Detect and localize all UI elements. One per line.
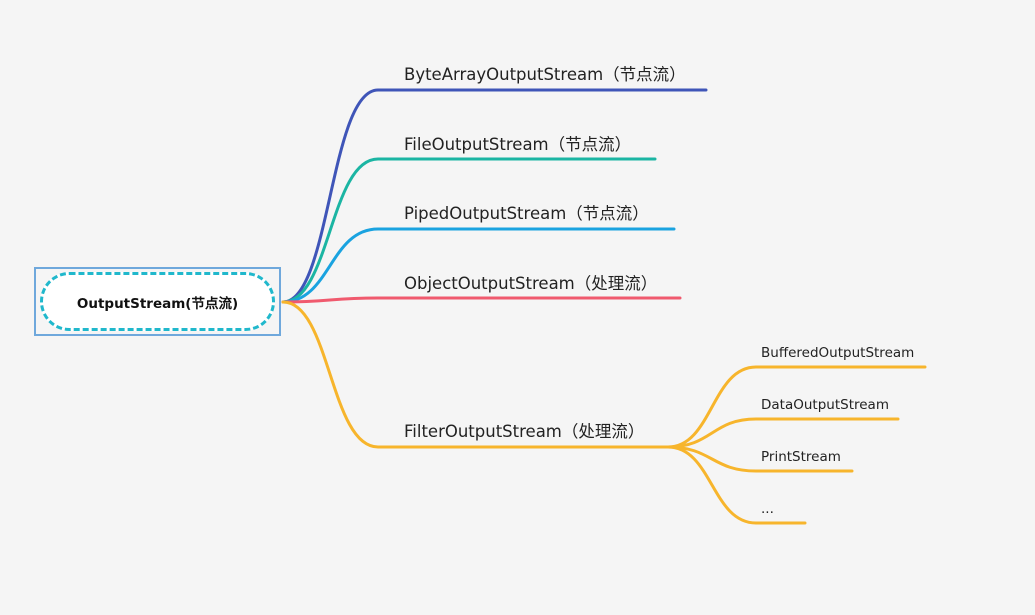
- branch-label-bytearray[interactable]: ByteArrayOutputStream（节点流）: [404, 65, 686, 84]
- connector-object: [281, 296, 682, 304]
- root-node-label: OutputStream(节点流): [76, 295, 239, 312]
- branch-label-filter[interactable]: FilterOutputStream（处理流）: [404, 422, 645, 441]
- branch-label-object[interactable]: ObjectOutputStream（处理流）: [404, 274, 658, 293]
- subbranch-label-buffered[interactable]: BufferedOutputStream: [761, 345, 915, 361]
- connector-data: [666, 417, 900, 449]
- root-node[interactable]: OutputStream(节点流): [40, 272, 275, 331]
- connector-print: [666, 445, 854, 473]
- branch-label-piped[interactable]: PipedOutputStream（节点流）: [404, 204, 649, 223]
- connector-bytearray: [281, 88, 708, 304]
- connector-ellipsis: [666, 445, 807, 525]
- subbranch-label-data[interactable]: DataOutputStream: [761, 397, 889, 413]
- connector-file: [281, 157, 657, 304]
- subbranch-label-ellipsis[interactable]: ...: [761, 501, 774, 517]
- connector-buffered: [666, 365, 927, 449]
- root-node-selection-frame[interactable]: OutputStream(节点流): [34, 267, 281, 336]
- connector-filter: [281, 300, 670, 449]
- subbranch-label-print[interactable]: PrintStream: [761, 449, 841, 465]
- connector-piped: [281, 227, 676, 304]
- branch-label-file[interactable]: FileOutputStream（节点流）: [404, 135, 632, 154]
